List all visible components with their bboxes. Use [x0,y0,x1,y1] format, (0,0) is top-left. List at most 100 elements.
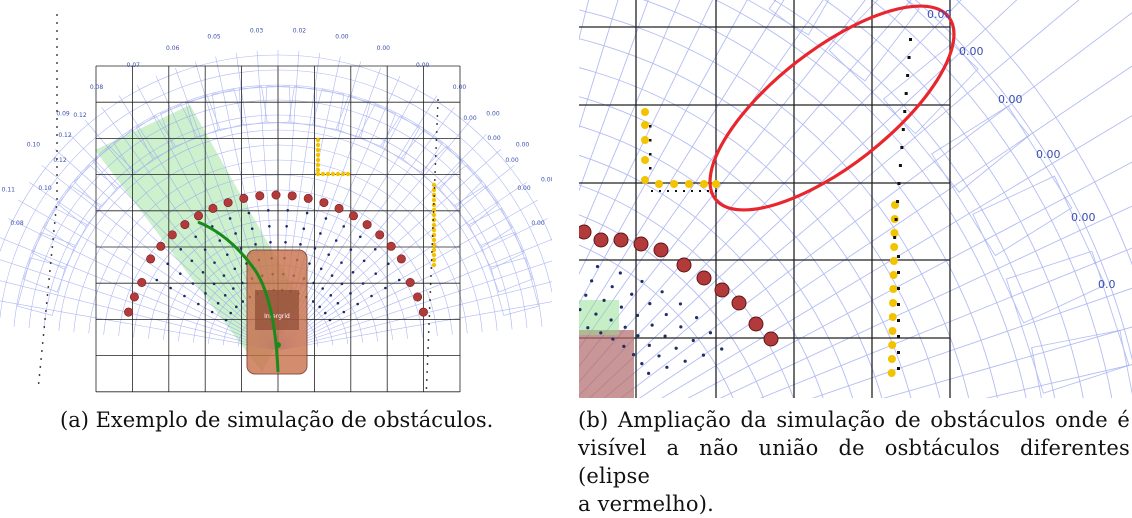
red-obstacle-point [375,230,385,240]
black-point [54,214,57,216]
inner-point [602,298,606,302]
sensor-value-top: 0.03 [250,28,264,35]
black-point [435,131,438,133]
red-obstacle-point [255,191,265,201]
inner-point [308,262,311,265]
inner-point [586,326,590,330]
inner-point [194,235,198,239]
red-obstacle-point [124,307,134,317]
inner-point [610,285,614,289]
inner-point [224,318,228,322]
black-point [683,190,685,192]
inner-point [631,352,636,357]
black-point [43,326,46,328]
inner-point [622,344,626,348]
black-point [893,236,897,239]
yellow-obstacle-point [431,252,437,258]
black-point [649,125,652,128]
black-point [46,294,49,296]
black-point [675,190,677,192]
yellow-obstacle-point [888,327,897,335]
black-point [56,62,58,64]
black-point [432,219,435,221]
sensor-value: 0.00 [959,45,984,58]
inner-point [241,300,245,303]
yellow-obstacle-point [335,171,341,177]
black-point [897,367,900,370]
inner-point [166,262,169,266]
yellow-obstacle-point [340,171,346,177]
black-point [435,139,438,141]
inner-point [299,243,302,246]
yellow-obstacle-point [670,180,678,188]
inner-point [701,353,706,357]
black-point [436,107,439,109]
black-point [56,182,58,184]
yellow-obstacle-point [889,257,898,265]
red-obstacle-point [593,232,609,248]
inner-point [384,286,387,290]
caption-a: (a) Exemplo de simulação de obstáculos. [60,408,494,432]
black-point [41,342,44,344]
sensor-value-top: 0.00 [416,62,430,69]
red-obstacle-point [731,295,747,311]
red-obstacle-point [303,193,313,203]
black-point [651,190,653,192]
black-point [427,331,430,333]
red-obstacle-point [319,198,329,208]
black-point [425,387,428,389]
sensor-value: 0.00 [1071,211,1096,224]
inner-point [362,259,366,263]
inner-point [336,301,340,305]
yellow-obstacle-point [712,180,720,188]
planned-path [197,220,280,373]
black-point [431,227,434,229]
inner-point [321,287,324,290]
yellow-obstacle-point [431,182,437,188]
sensor-value-top: 0.06 [166,45,180,52]
black-point [56,118,58,120]
yellow-obstacle-point [431,257,437,263]
yellow-obstacle-point [431,197,437,203]
red-obstacle-point [676,257,692,273]
yellow-obstacle-point [890,243,899,251]
black-point [56,30,58,32]
sensor-value-top: 0.00 [541,176,552,183]
sensor-value: 0.00 [998,93,1023,106]
black-point [434,171,437,173]
black-point [40,358,42,360]
highlight-ellipse [708,4,956,212]
red-obstacle-point [396,254,406,264]
black-point [53,230,55,232]
black-point [42,334,45,336]
red-obstacle-point [579,224,592,240]
sensor-value-left: 0.10 [38,185,52,192]
inner-point [640,362,644,366]
black-point [56,22,58,24]
inner-point [232,287,235,290]
black-point [49,262,52,264]
yellow-obstacle-point [889,299,898,307]
black-point [49,270,51,272]
inner-point [595,264,600,269]
caption-b-line-3: a vermelho). [578,492,715,516]
inner-point [239,247,243,250]
red-obstacle-point [137,277,147,287]
red-obstacle-point [405,277,415,287]
inner-point [212,282,216,286]
black-point [433,195,436,197]
inner-point [611,337,615,341]
sensor-value: 0.00 [927,8,952,21]
sensor-footprints-zoom [703,0,1132,398]
sensor-value-left: 0.12 [53,157,67,164]
inner-point [191,282,195,285]
vehicle-corner [579,330,634,398]
caption-b: (b) Ampliação da simulação de obstáculos… [578,406,1130,518]
red-obstacle-point [208,203,218,213]
inner-point [664,312,668,317]
inner-point [683,359,687,363]
inner-point [302,227,306,231]
red-obstacle-point [418,307,428,317]
yellow-obstacle-point [431,262,437,268]
sensor-value-right: 0.00 [487,135,501,142]
